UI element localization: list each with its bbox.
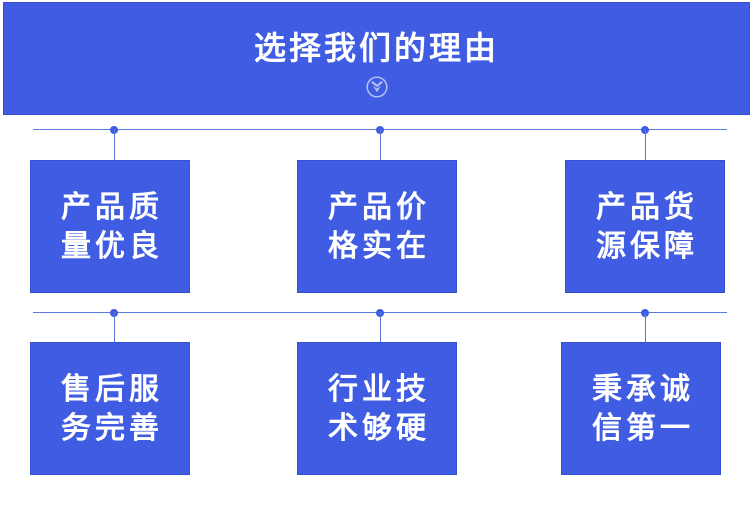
reason-box: 售后服 务完善 — [30, 342, 190, 475]
header-banner: 选择我们的理由 — [3, 2, 750, 115]
reason-label-line: 务完善 — [61, 410, 163, 446]
reason-label-line: 产品货 — [596, 189, 698, 225]
reason-label-line: 术够硬 — [328, 410, 430, 446]
connector-stem — [380, 312, 381, 342]
reason-label-line: 秉承诚 — [592, 371, 694, 407]
reason-label-line: 产品价 — [328, 189, 430, 225]
reason-box: 产品价 格实在 — [297, 160, 457, 293]
reason-label-line: 信第一 — [592, 410, 694, 446]
reason-box: 行业技 术够硬 — [297, 342, 457, 475]
reason-label-line: 源保障 — [596, 228, 698, 264]
reason-label-line: 量优良 — [61, 228, 163, 264]
reason-box: 产品货 源保障 — [565, 160, 725, 293]
reason-box: 秉承诚 信第一 — [561, 342, 721, 475]
reason-box: 产品质 量优良 — [30, 160, 190, 293]
connector-stem — [645, 312, 646, 342]
reason-label-line: 售后服 — [61, 371, 163, 407]
chevron-double-down-circle-icon — [365, 76, 388, 98]
reason-label-line: 行业技 — [328, 371, 430, 407]
connector-stem — [114, 129, 115, 160]
page-title: 选择我们的理由 — [253, 29, 499, 67]
reason-label-line: 产品质 — [61, 189, 163, 225]
connector-stem — [380, 129, 381, 160]
reason-label-line: 格实在 — [328, 228, 430, 264]
connector-stem — [114, 312, 115, 342]
connector-stem — [645, 129, 646, 160]
